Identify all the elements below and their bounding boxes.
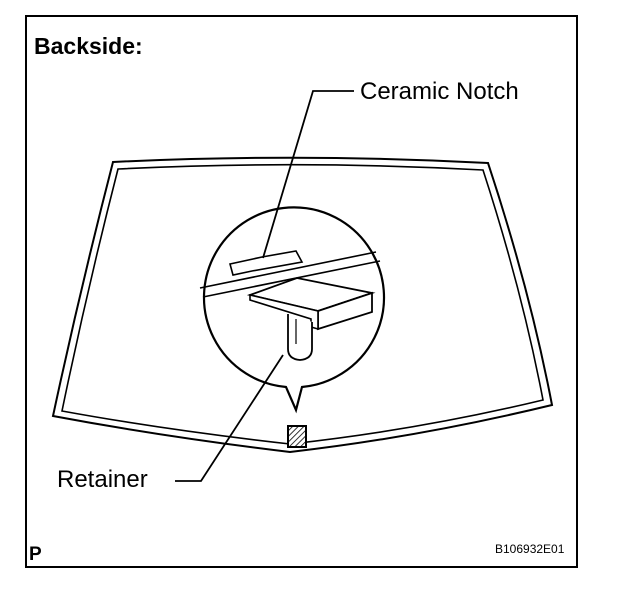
windshield-inner-outline xyxy=(61,163,544,445)
figure-code: B106932E01 xyxy=(495,542,565,556)
ceramic-notch-leader-line xyxy=(262,90,354,259)
windshield-outer-outline xyxy=(51,156,554,454)
retainer-position-marker xyxy=(287,425,307,448)
ceramic-notch-shape xyxy=(229,250,304,276)
retainer-leader-line xyxy=(175,354,284,482)
glass-edge-line xyxy=(199,251,377,289)
retainer-clip-leg xyxy=(287,314,313,361)
figure-frame xyxy=(25,15,578,568)
ceramic-notch-label: Ceramic Notch xyxy=(360,78,519,105)
glass-edge-line-2 xyxy=(202,260,381,298)
diagram-heading: Backside: xyxy=(34,33,143,59)
retainer-label: Retainer xyxy=(57,466,148,493)
page-mark: P xyxy=(29,544,42,565)
